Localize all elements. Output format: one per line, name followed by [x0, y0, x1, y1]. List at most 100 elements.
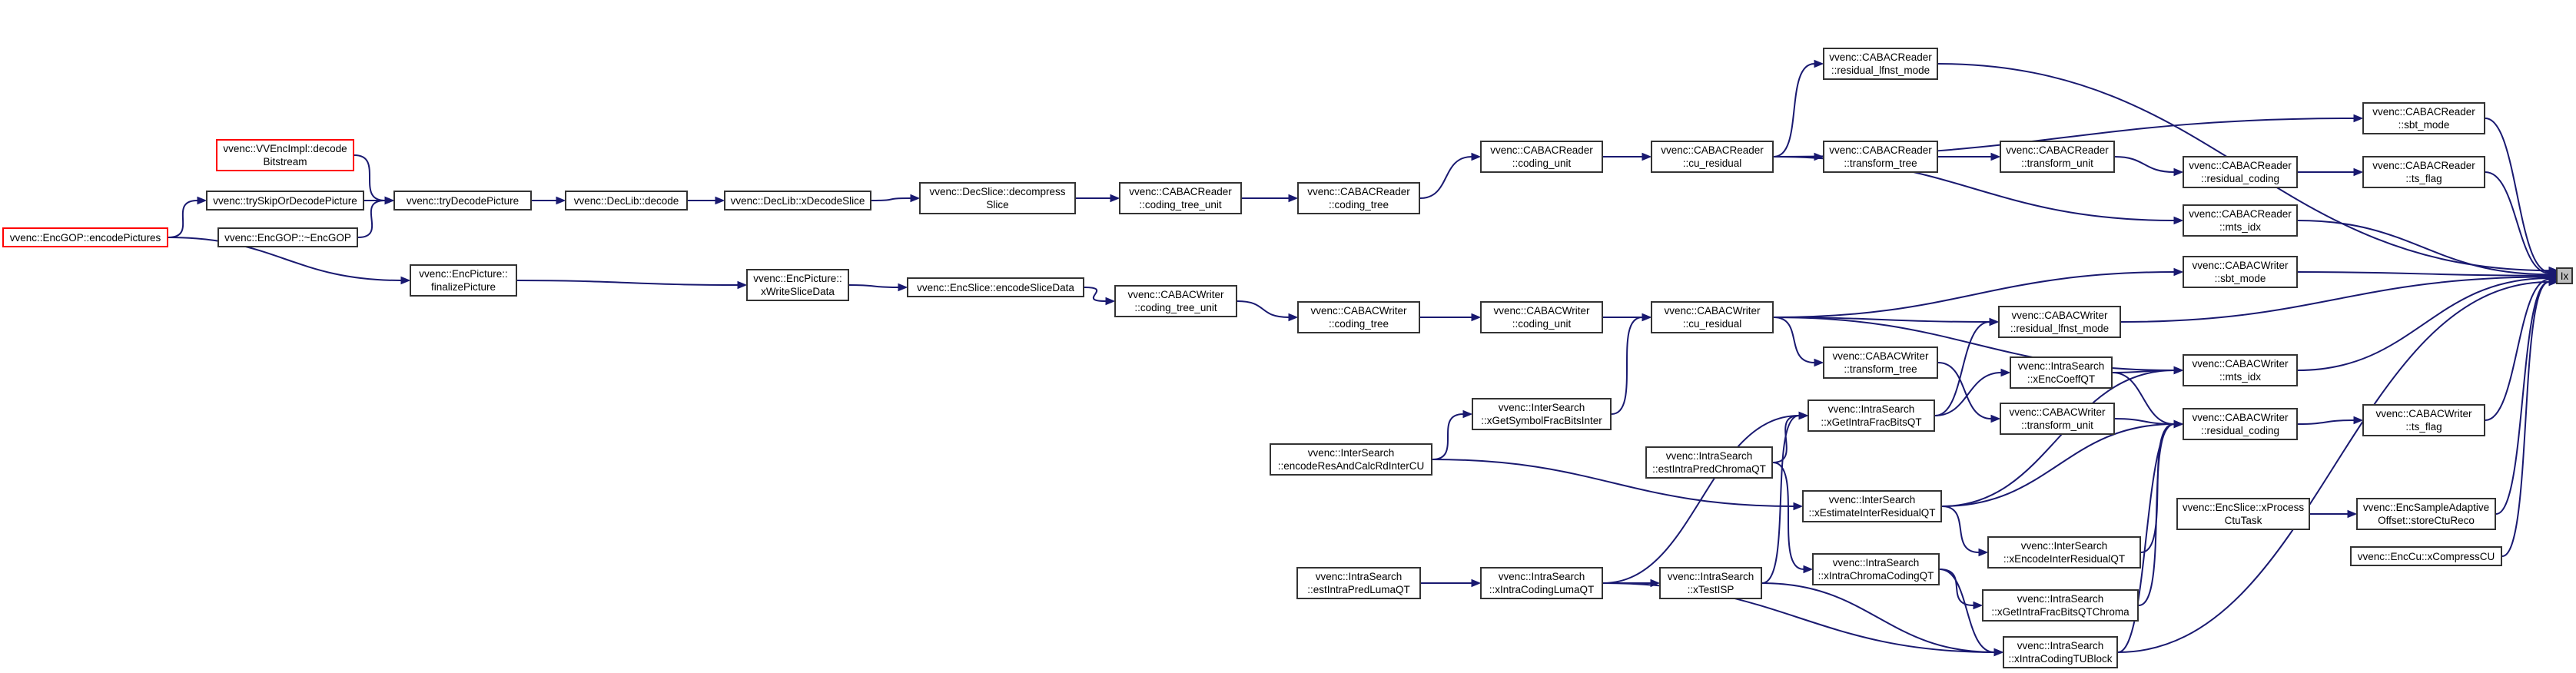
node-writer-sbt[interactable]: vvenc::CABACWriter ::sbt_mode: [2183, 256, 2298, 288]
node-writer-ctu[interactable]: vvenc::CABACWriter ::coding_tree_unit: [1114, 285, 1237, 317]
edge-arrowhead: [1803, 565, 1814, 574]
edge-writer_cu_residual-to-writer_transform_tree: [1773, 317, 1815, 363]
edge-reader_cu_residual-to-reader_lfnst: [1773, 63, 1815, 157]
edge-get_symbol_frac_bits-to-writer_cu_residual: [1611, 317, 1643, 415]
edge-arrowhead: [556, 196, 566, 205]
edge-arrowhead: [1814, 59, 1824, 68]
edge-arrowhead: [2173, 267, 2184, 277]
node-writer-transform-unit[interactable]: vvenc::CABACWriter ::transform_unit: [2000, 403, 2115, 435]
edge-arrowhead: [2353, 416, 2364, 425]
node-xenc-coeff-qt[interactable]: vvenc::IntraSearch ::xEncCoeffQT: [2010, 356, 2113, 389]
node-xintra-coding-tu[interactable]: vvenc::IntraSearch ::xIntraCodingTUBlock: [2003, 636, 2118, 668]
edge-writer_cu_residual-to-writer_sbt: [1773, 271, 2175, 318]
edge-writer_lfnst-to-ix: [2120, 276, 2550, 323]
edge-xintra_coding_luma-to-xget_intra_frac_bits: [1602, 415, 1800, 584]
edge-decode_bitstream-to-try_decode: [354, 154, 386, 201]
edge-arrowhead: [1989, 317, 2000, 327]
node-declib-xdecodeslice[interactable]: vvenc::DecLib::xDecodeSlice: [724, 191, 871, 211]
node-reader-mts[interactable]: vvenc::CABACReader ::mts_idx: [2183, 204, 2298, 237]
node-reader-lfnst[interactable]: vvenc::CABACReader ::residual_lfnst_mode: [1823, 48, 1938, 80]
node-ix: Ix: [2556, 267, 2573, 284]
edge-arrowhead: [1642, 313, 1652, 322]
node-xintra-chroma-coding[interactable]: vvenc::IntraSearch ::xIntraChromaCodingQ…: [1812, 553, 1940, 585]
edge-arrowhead: [1978, 548, 1989, 557]
node-enc-gop-dtor[interactable]: vvenc::EncGOP::~EncGOP: [217, 227, 358, 247]
node-reader-cu-residual[interactable]: vvenc::CABACReader ::cu_residual: [1651, 141, 1774, 173]
edge-reader_mts-to-ix: [2297, 220, 2550, 276]
node-reader-coding-unit[interactable]: vvenc::CABACReader ::coding_unit: [1480, 141, 1603, 173]
node-writer-coding-unit[interactable]: vvenc::CABACWriter ::coding_unit: [1480, 301, 1603, 333]
edge-arrowhead: [197, 196, 207, 205]
node-xget-intra-frac-bits[interactable]: vvenc::IntraSearch ::xGetIntraFracBitsQT: [1808, 399, 1935, 432]
node-xwrite-slice[interactable]: vvenc::EncPicture:: xWriteSliceData: [746, 269, 849, 301]
edge-writer_sbt-to-ix: [2297, 271, 2550, 277]
edge-xintra_coding_tu-to-writer_residual_coding: [2117, 423, 2175, 653]
edge-store_ctu_reco-to-ix: [2495, 280, 2550, 515]
edge-arrowhead: [2173, 167, 2184, 177]
node-writer-cu-residual[interactable]: vvenc::CABACWriter ::cu_residual: [1651, 301, 1774, 333]
node-encode-slice-data[interactable]: vvenc::EncSlice::encodeSliceData: [907, 277, 1084, 297]
node-try-decode[interactable]: vvenc::tryDecodePicture: [393, 191, 532, 211]
edge-arrowhead: [1288, 313, 1299, 322]
edge-xcompress_cu-to-ix: [2501, 281, 2550, 557]
node-reader-transform-unit[interactable]: vvenc::CABACReader ::transform_unit: [2000, 141, 2115, 173]
node-try-skip[interactable]: vvenc::trySkipOrDecodePicture: [206, 191, 364, 211]
edge-arrowhead: [1990, 152, 2001, 161]
edge-arrowhead: [1105, 297, 1116, 306]
edge-xget_intra_frac_chroma-to-writer_residual_coding: [2138, 423, 2175, 606]
edge-encode_slice_data-to-writer_ctu: [1084, 287, 1107, 302]
node-decslice-decompress[interactable]: vvenc::DecSlice::decompress Slice: [919, 182, 1076, 214]
node-get-symbol-frac-bits[interactable]: vvenc::InterSearch ::xGetSymbolFracBitsI…: [1472, 398, 1612, 430]
node-writer-ts-flag[interactable]: vvenc::CABACWriter ::ts_flag: [2362, 404, 2485, 436]
node-reader-ctu[interactable]: vvenc::CABACReader ::coding_tree_unit: [1119, 182, 1242, 214]
node-xget-intra-frac-chroma[interactable]: vvenc::IntraSearch ::xGetIntraFracBitsQT…: [1982, 589, 2139, 622]
node-writer-lfnst[interactable]: vvenc::CABACWriter ::residual_lfnst_mode: [1998, 306, 2121, 338]
edge-writer_ctu-to-writer_coding_tree: [1237, 300, 1290, 318]
node-declib-decode[interactable]: vvenc::DecLib::decode: [565, 191, 688, 211]
node-reader-residual-coding[interactable]: vvenc::CABACReader ::residual_coding: [2183, 156, 2298, 188]
node-reader-transform-tree[interactable]: vvenc::CABACReader ::transform_tree: [1823, 141, 1938, 173]
edge-writer_mts-to-ix: [2297, 277, 2550, 371]
edge-arrowhead: [1993, 648, 2004, 657]
node-xestimate-inter-residual[interactable]: vvenc::InterSearch ::xEstimateInterResid…: [1802, 490, 1942, 522]
node-store-ctu-reco[interactable]: vvenc::EncSampleAdaptive Offset::storeCt…: [2356, 498, 2496, 530]
edge-arrowhead: [384, 196, 395, 205]
edge-finalize_picture-to-xwrite_slice: [516, 280, 739, 286]
node-writer-transform-tree[interactable]: vvenc::CABACWriter ::transform_tree: [1823, 346, 1938, 379]
edge-arrowhead: [2353, 114, 2364, 123]
node-reader-coding-tree[interactable]: vvenc::CABACReader ::coding_tree: [1297, 182, 1420, 214]
edge-arrowhead: [1110, 194, 1120, 203]
edge-arrowhead: [1798, 411, 1809, 420]
node-xprocess-ctu[interactable]: vvenc::EncSlice::xProcess CtuTask: [2176, 498, 2310, 530]
edge-arrowhead: [1471, 152, 1482, 161]
node-decode-bitstream[interactable]: vvenc::VVEncImpl::decode Bitstream: [216, 139, 354, 171]
edge-xintra_chroma_coding-to-xintra_coding_tu: [1939, 569, 1995, 653]
edge-arrowhead: [1462, 409, 1473, 419]
edge-xintra_chroma_coding-to-xget_intra_frac_chroma: [1939, 569, 1974, 606]
edge-enc_gop_dtor-to-try_decode: [357, 200, 386, 238]
node-encode-res-calc-rd[interactable]: vvenc::InterSearch ::encodeResAndCalcRdI…: [1270, 443, 1432, 476]
node-writer-coding-tree[interactable]: vvenc::CABACWriter ::coding_tree: [1297, 301, 1420, 333]
edge-arrowhead: [1642, 152, 1652, 161]
edge-xenc_coeff_qt-to-writer_residual_coding: [2112, 372, 2175, 425]
edge-xestimate_inter_residual-to-xencode_inter_residual: [1941, 506, 1980, 553]
node-xtest-isp[interactable]: vvenc::IntraSearch ::xTestISP: [1659, 567, 1762, 599]
node-finalize-picture[interactable]: vvenc::EncPicture:: finalizePicture: [410, 264, 517, 297]
node-writer-mts[interactable]: vvenc::CABACWriter ::mts_idx: [2183, 354, 2298, 386]
node-est-intra-pred-luma[interactable]: vvenc::IntraSearch ::estIntraPredLumaQT: [1296, 567, 1421, 599]
edge-arrowhead: [1973, 601, 1983, 610]
node-encode-pictures[interactable]: vvenc::EncGOP::encodePictures: [2, 227, 168, 247]
node-xcompress-cu[interactable]: vvenc::EncCu::xCompressCU: [2350, 546, 2502, 566]
node-xintra-coding-luma[interactable]: vvenc::IntraSearch ::xIntraCodingLumaQT: [1480, 567, 1603, 599]
edge-arrowhead: [1471, 579, 1482, 588]
edge-xtest_isp-to-xintra_coding_tu: [1761, 582, 1995, 653]
node-reader-sbt[interactable]: vvenc::CABACReader ::sbt_mode: [2362, 102, 2485, 134]
edge-arrowhead: [1814, 358, 1824, 367]
node-reader-ts-flag[interactable]: vvenc::CABACReader ::ts_flag: [2362, 156, 2485, 188]
node-xencode-inter-residual[interactable]: vvenc::InterSearch ::xEncodeInterResidua…: [1987, 536, 2141, 569]
node-est-intra-pred-chroma[interactable]: vvenc::IntraSearch ::estIntraPredChromaQ…: [1645, 446, 1773, 479]
edge-reader_sbt-to-ix: [2485, 118, 2550, 273]
node-writer-residual-coding[interactable]: vvenc::CABACWriter ::residual_coding: [2183, 408, 2298, 440]
edge-xestimate_inter_residual-to-writer_mts: [1941, 370, 2175, 507]
edge-arrowhead: [2000, 368, 2011, 377]
